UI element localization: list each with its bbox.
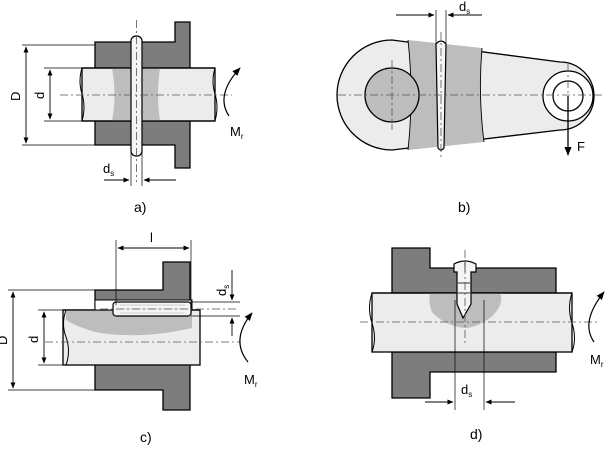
panel-c-caption: c) bbox=[140, 429, 152, 445]
panel-d: ds Mr d) bbox=[360, 247, 605, 442]
panel-a-break-right bbox=[212, 67, 218, 122]
panel-a-torque-label: Mr bbox=[230, 124, 244, 141]
panel-b-ds-label: ds bbox=[459, 0, 470, 16]
panel-a: D d ds Mr a) bbox=[8, 20, 244, 215]
panel-c-torque-label: Mr bbox=[244, 372, 258, 389]
panel-c-D-label: D bbox=[0, 336, 10, 345]
panel-a-break-left bbox=[79, 67, 85, 122]
panel-b-caption: b) bbox=[458, 199, 470, 215]
panel-c-d-label: d bbox=[26, 336, 41, 343]
panel-b: ds F b) bbox=[336, 0, 605, 215]
panel-a-ds-label: ds bbox=[103, 161, 114, 178]
panel-c-l-label: l bbox=[150, 230, 153, 245]
panel-a-D-label: D bbox=[8, 92, 23, 101]
panel-d-caption: d) bbox=[470, 426, 482, 442]
panel-d-torque-arrow bbox=[588, 291, 605, 343]
panel-b-taper-pin bbox=[435, 40, 447, 151]
panel-b-force-label: F bbox=[577, 139, 585, 154]
panel-c: l D d ds Mr c) bbox=[0, 230, 258, 445]
panel-a-caption: a) bbox=[134, 199, 146, 215]
panel-d-break-left bbox=[369, 292, 375, 353]
panel-c-torque-arrow bbox=[239, 312, 253, 363]
panel-c-break-left bbox=[63, 309, 69, 366]
panel-d-hub-lower bbox=[391, 351, 557, 399]
panel-a-d-label: d bbox=[32, 92, 47, 99]
panel-d-break-right bbox=[569, 292, 575, 353]
panel-d-ds-label: ds bbox=[461, 382, 472, 399]
panel-c-ds-label: ds bbox=[214, 285, 231, 296]
panel-d-torque-label: Mr bbox=[590, 352, 604, 369]
panel-a-torque-arrow bbox=[223, 67, 241, 117]
